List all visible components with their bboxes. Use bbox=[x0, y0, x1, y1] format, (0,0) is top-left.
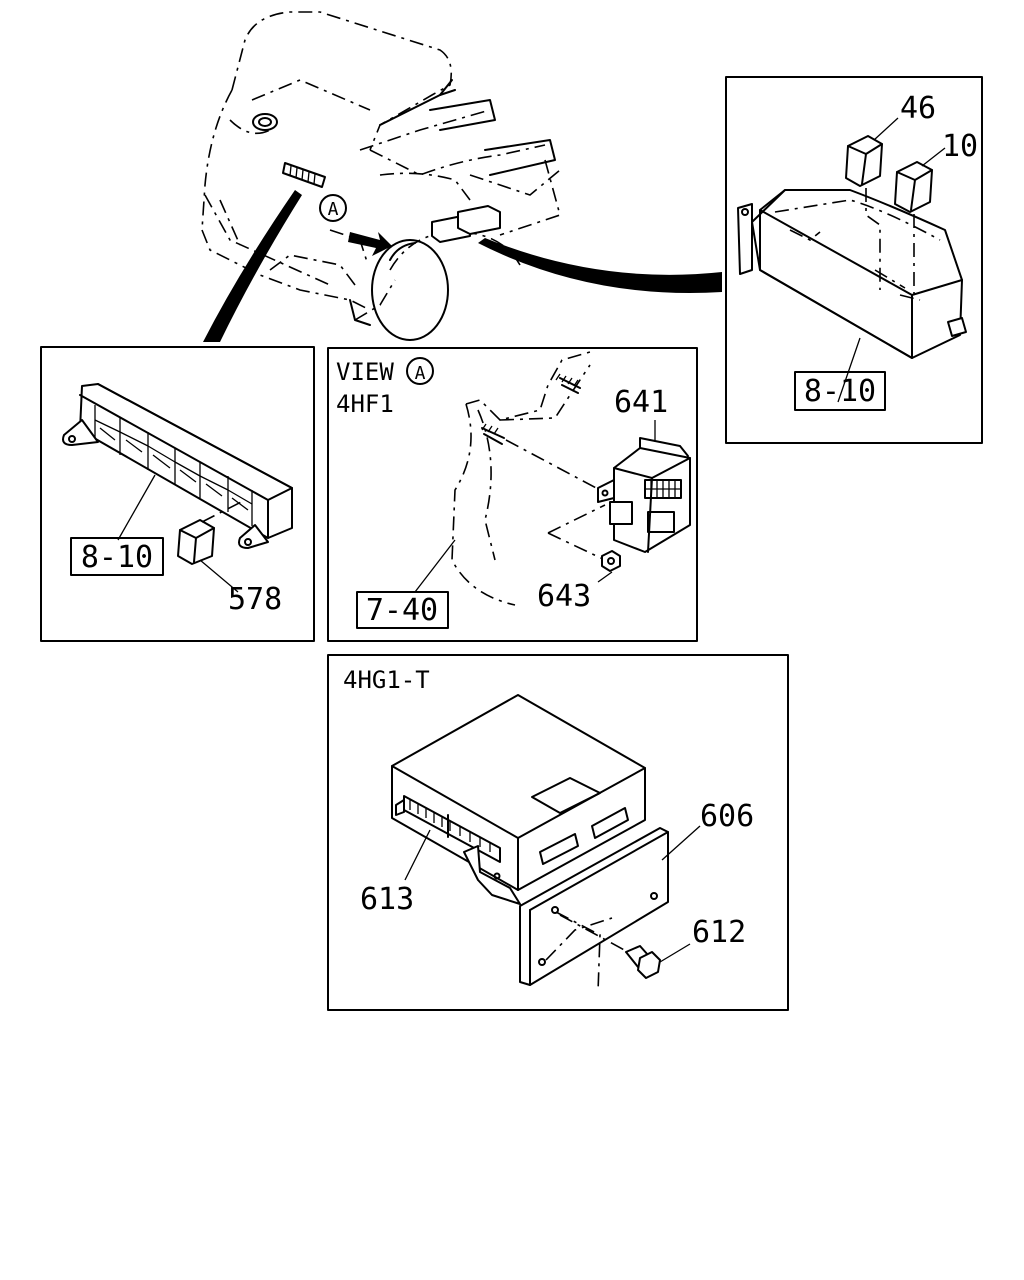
part-number-641: 641 bbox=[614, 385, 668, 420]
part-number-10: 10 bbox=[942, 129, 978, 164]
truck-cab-illustration: A bbox=[201, 11, 722, 342]
engine-4hf1: 4HF1 bbox=[336, 390, 394, 418]
part-number-578: 578 bbox=[228, 582, 282, 617]
ref-8-10-left: 8-10 bbox=[81, 540, 153, 575]
leader-to-relay-box bbox=[478, 238, 722, 293]
view-a-panel: VIEW A 4HF1 641 643 7-40 bbox=[327, 347, 698, 642]
part-number-643: 643 bbox=[537, 579, 591, 614]
relay-box-panel: 46 10 8-10 bbox=[725, 76, 983, 444]
ref-8-10-relay: 8-10 bbox=[804, 374, 876, 409]
part-number-613: 613 bbox=[360, 882, 414, 917]
engine-4hg1t: 4HG1-T bbox=[343, 666, 430, 694]
leader-to-left-detail bbox=[203, 190, 302, 342]
ref-7-40: 7-40 bbox=[366, 593, 438, 628]
view-label: VIEW bbox=[336, 358, 394, 386]
view-a-circle-label: A bbox=[415, 363, 426, 384]
connector-rail-panel: 8-10 578 bbox=[40, 346, 315, 642]
ecu-panel-4hg1t: 4HG1-T 606 613 612 bbox=[327, 654, 789, 1011]
view-a-marker: A bbox=[328, 199, 339, 220]
part-number-46: 46 bbox=[900, 91, 936, 126]
part-number-612: 612 bbox=[692, 915, 746, 950]
part-number-606: 606 bbox=[700, 799, 754, 834]
